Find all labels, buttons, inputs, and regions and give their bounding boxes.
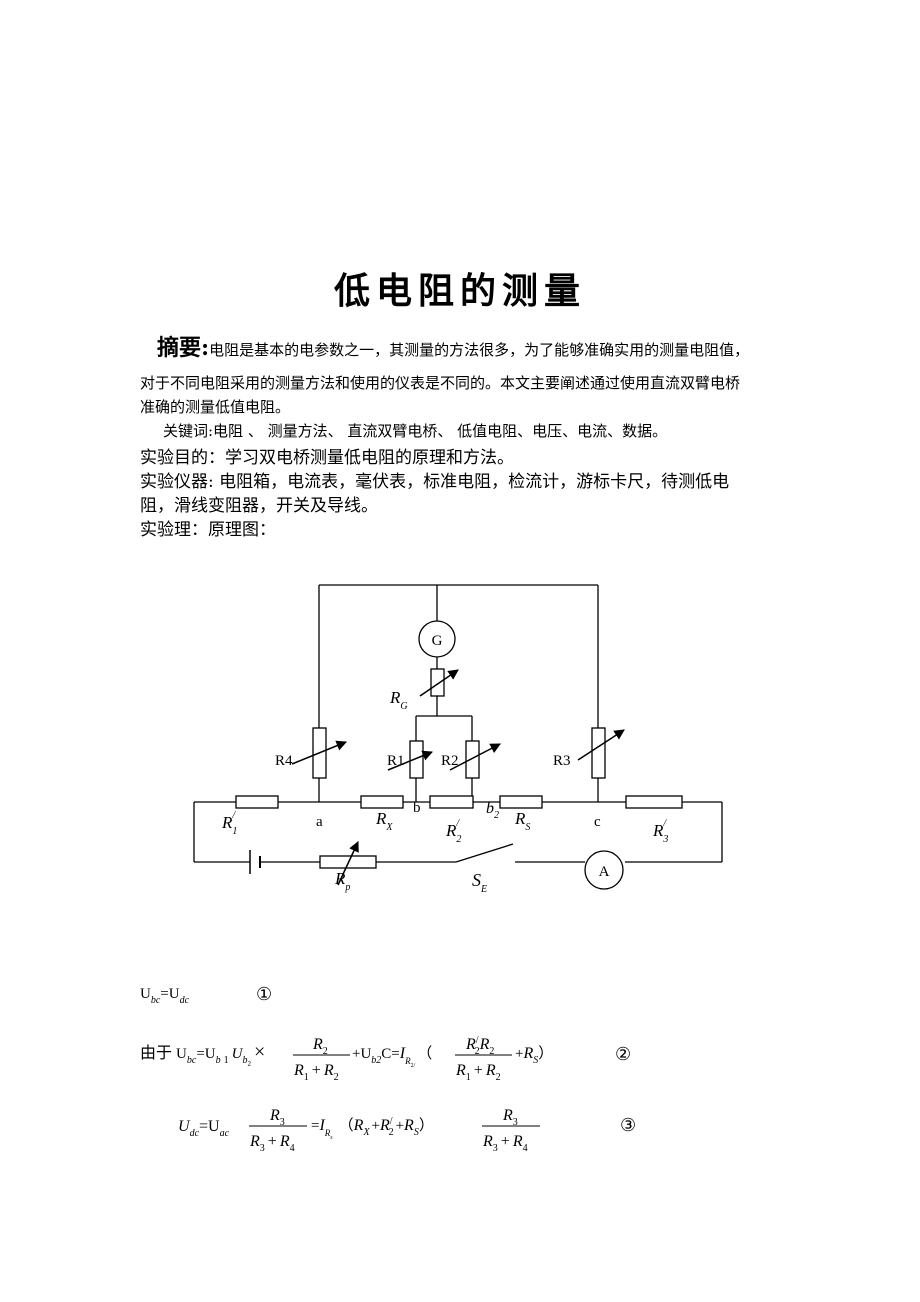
ammeter-icon [584, 850, 624, 890]
circuit-wires [193, 584, 723, 863]
ammeter-label: A [599, 864, 610, 880]
eq3-middle: =IRs（RX+R/2+RS） [311, 1116, 434, 1141]
label-se: SE [472, 870, 487, 895]
abstract-heading: 摘要:电阻是基本的电参数之一，其测量的方法很多，为了能够准确实用的测量电阻值， [157, 330, 749, 362]
arrow-icon [337, 841, 359, 886]
arrow-icon [291, 740, 347, 765]
label-r3: R3 [553, 753, 571, 769]
label-node-c: c [594, 814, 601, 830]
eq3-lead: Udc=Uac [178, 1118, 230, 1139]
arrow-icon [419, 669, 459, 697]
label-rp: Rp [334, 869, 350, 893]
eq2-frac1-den: R1+R2 [293, 1062, 339, 1083]
equipment-line-1: 实验仪器: 电阻箱，电流表，毫伏表，标准电阻，检流计，游标卡尺，待测低电 [140, 472, 730, 492]
label-node-a: a [316, 814, 323, 830]
arrow-icon [449, 743, 501, 771]
principle-line: 实验理：原理图： [140, 520, 276, 540]
resistor-r2 [465, 740, 480, 779]
label-rx: RX [375, 809, 393, 833]
resistor-r2-prime [429, 795, 474, 809]
eq3-frac1-den: R3+R4 [249, 1133, 295, 1154]
equation-1: Ubc=Udc ① [140, 984, 272, 1006]
label-r1-prime: R1/ [221, 810, 237, 837]
eq1-number: ① [256, 984, 272, 1004]
eq2-frac1-num: R2 [312, 1036, 328, 1057]
resistor-rs [499, 795, 543, 809]
resistor-r3 [591, 727, 606, 779]
resistor-rx [360, 795, 404, 809]
label-b2: b2 [486, 800, 499, 821]
purpose-line: 实验目的：学习双电桥测量低电阻的原理和方法。 [140, 448, 514, 468]
label-node-b: b [413, 800, 421, 816]
label-rs: RS [514, 809, 530, 833]
eq1-text: Ubc=Udc [140, 986, 190, 1006]
keywords-line: 关键词:电阻 、 测量方法、 直流双臂电桥、 低值电阻、电压、电流、数据。 [163, 422, 668, 440]
label-r2-prime: R2/ [445, 818, 461, 845]
arrow-icon [577, 729, 625, 761]
abstract-line-3: 准确的测量低值电阻。 [140, 398, 291, 416]
eq3-frac2-num: R3 [502, 1107, 518, 1128]
arrow-icon [387, 750, 433, 771]
battery-icon [249, 850, 261, 874]
eq2-tail: +RS） [515, 1045, 553, 1066]
variable-arrows [291, 669, 625, 886]
resistor-r1-prime [235, 795, 279, 809]
eq2-frac2-num: R/2R2 [465, 1035, 494, 1057]
abstract-label: 摘要: [157, 335, 210, 361]
label-r4: R4 [275, 753, 293, 769]
label-r3-prime: R3/ [652, 818, 668, 845]
resistor-rg [430, 668, 445, 697]
eq3-frac2-den: R3+R4 [482, 1133, 528, 1154]
eq2-frac2-den: R1+R2 [455, 1062, 501, 1083]
label-rg: RG [389, 688, 408, 712]
equipment-line-2: 阻，滑线变阻器，开关及导线。 [140, 496, 378, 516]
page-title: 低电阻的测量 [333, 270, 586, 312]
abstract-line-2: 对于不同电阻采用的测量方法和使用的仪表是不同的。本文主要阐述通过使用直流双臂电桥 [140, 374, 741, 392]
abstract-line-1: 电阻是基本的电参数之一，其测量的方法很多，为了能够准确实用的测量电阻值， [209, 341, 750, 359]
resistor-r3-prime [625, 795, 683, 809]
eq2-middle: +Ub2C=IR2/（ [352, 1045, 432, 1069]
label-r2: R2 [441, 753, 459, 769]
eq3-number: ③ [620, 1115, 636, 1135]
label-r1: R1 [387, 753, 405, 769]
eq3-frac1-num: R3 [269, 1107, 285, 1128]
galvanometer-label: G [432, 633, 443, 649]
equation-3: Udc=Uac R3 R3+R4 =IRs（RX+R/2+RS） R3 R3+R… [178, 1107, 636, 1154]
eq2-number: ② [615, 1044, 631, 1064]
galvanometer-icon [418, 620, 456, 658]
